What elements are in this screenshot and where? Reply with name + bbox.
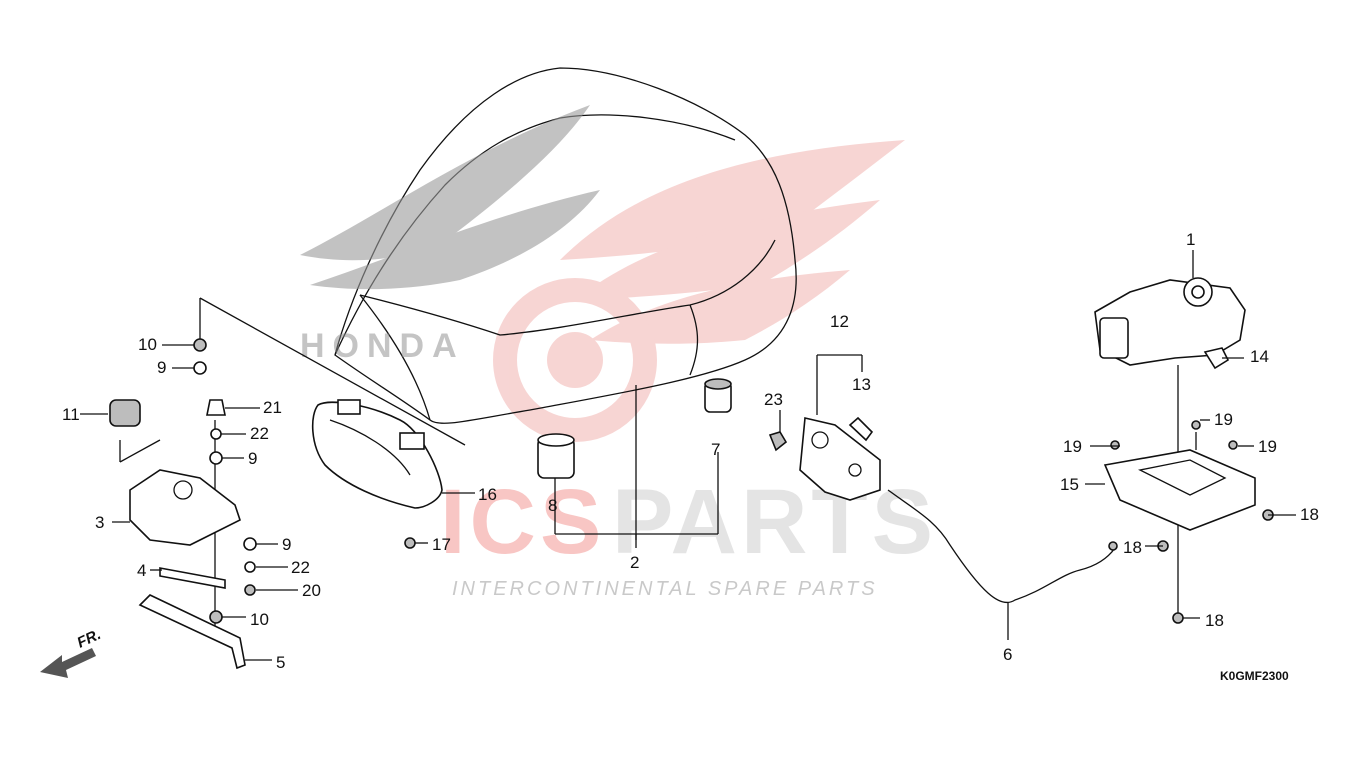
watermark-brand-grey: PARTS [612,471,937,573]
callout-9a: 9 [157,358,166,377]
callout-20: 20 [302,581,321,600]
callout-12: 12 [830,312,849,331]
callout-10a: 10 [138,335,157,354]
watermark-tagline: INTERCONTINENTAL SPARE PARTS [452,578,878,600]
callout-2: 2 [630,553,639,572]
latch-assembly [768,416,881,501]
callout-labels: 1 2 3 4 5 6 7 8 9 9 9 10 10 11 12 13 14 … [62,230,1319,672]
diagram-code: K0GMF2300 [1220,669,1289,683]
callout-23: 23 [764,390,783,409]
callout-19a: 19 [1214,410,1233,429]
callout-9c: 9 [282,535,291,554]
callout-10b: 10 [250,610,269,629]
front-indicator: FR. [75,626,104,652]
callout-17: 17 [432,535,451,554]
clip-18 [1108,541,1118,551]
watermark-brand-red: ICS [440,471,605,573]
left-hardware [109,338,257,670]
bolt-17 [404,537,416,549]
callout-ticks [80,250,1296,661]
callout-9b: 9 [248,449,257,468]
callout-7: 7 [711,440,720,459]
callout-19b: 19 [1063,437,1082,456]
callout-8: 8 [548,496,557,515]
base-plate [1103,420,1274,624]
callout-22b: 22 [291,558,310,577]
callout-16: 16 [478,485,497,504]
callout-6: 6 [1003,645,1012,664]
watermark-logo [493,140,905,442]
callout-18b: 18 [1123,538,1142,557]
callout-4: 4 [137,561,146,580]
callout-18c: 18 [1205,611,1224,630]
callout-21: 21 [263,398,282,417]
callout-14: 14 [1250,347,1269,366]
cushion-8 [537,433,575,479]
callout-11: 11 [62,405,80,424]
callout-5: 5 [276,653,285,672]
callout-13: 13 [852,375,871,394]
actuator [1094,277,1246,370]
callout-15: 15 [1060,475,1079,494]
cushion-7 [704,378,732,413]
taillight [311,399,443,509]
callout-19c: 19 [1258,437,1277,456]
callout-3: 3 [95,513,104,532]
seat: HONDA [300,67,797,424]
callout-18a: 18 [1300,505,1319,524]
seat-wing-pattern [300,105,600,290]
callout-22a: 22 [250,424,269,443]
callout-1: 1 [1186,230,1195,249]
seat-brand-text: HONDA [300,327,465,365]
seat-cable [887,489,1116,604]
front-arrow: FR. [40,626,104,678]
